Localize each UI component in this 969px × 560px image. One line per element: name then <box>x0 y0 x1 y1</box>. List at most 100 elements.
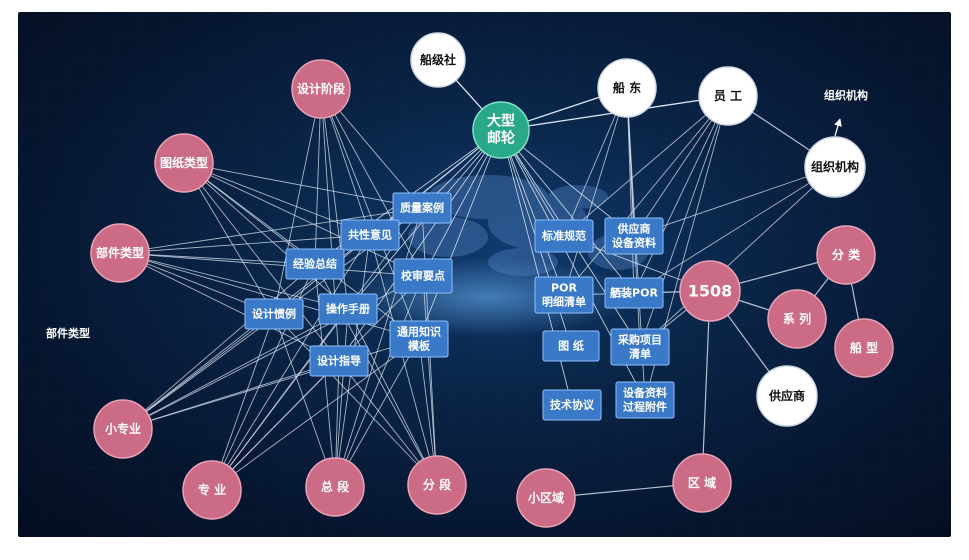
box-shape <box>615 381 675 419</box>
edge-dwt-rp <box>183 162 424 277</box>
edge-sec-om <box>347 308 438 486</box>
edge-emp-st <box>563 95 729 237</box>
node-emp[interactable]: 员 工 <box>698 66 758 126</box>
box-shape <box>542 389 602 421</box>
node-label: 组织机构 <box>811 159 859 174</box>
edge-dis-dg <box>211 360 340 491</box>
node-cmp[interactable]: 部件类型 <box>90 223 150 283</box>
edge-ship-op <box>500 129 635 294</box>
node-dstg[interactable]: 设计阶段 <box>291 59 351 119</box>
node-label: 大型 <box>487 113 515 130</box>
edge-sub-om <box>122 308 349 430</box>
box-shape <box>392 192 452 224</box>
edge-cmp-co <box>119 234 371 254</box>
node-ta[interactable]: 技术协议 <box>542 389 602 421</box>
node-label: 小区域 <box>528 490 564 505</box>
box-shape <box>534 219 594 253</box>
edge-dstg-gk <box>320 88 420 340</box>
edge-cmp-gk <box>119 252 420 340</box>
node-label: 小专业 <box>105 421 141 436</box>
node-label: 共性意见 <box>348 228 392 242</box>
node-label: POR <box>551 282 577 295</box>
node-zon[interactable]: 区 域 <box>672 453 732 513</box>
edge-emp-pl <box>563 95 729 296</box>
box-shape <box>389 320 449 358</box>
node-es[interactable]: 经验总结 <box>285 248 345 280</box>
node-label: 明细清单 <box>542 295 586 309</box>
edge-dstg-rp <box>320 88 424 277</box>
edge-emp-op <box>633 95 729 294</box>
edge-ship-gk <box>418 129 502 340</box>
node-org[interactable]: 组织机构 <box>804 136 866 198</box>
node-rp[interactable]: 校审要点 <box>393 258 453 294</box>
node-co[interactable]: 共性意见 <box>340 219 400 251</box>
knowledge-graph: 大型邮轮船级社船 东员 工组织机构供应商设计阶段图纸类型部件类型小专业专 业总 … <box>18 12 951 537</box>
node-label: 模板 <box>408 339 431 353</box>
node-szn[interactable]: 小区域 <box>516 468 576 528</box>
node-label: 分 类 <box>832 247 861 262</box>
node-label: 经验总结 <box>293 257 337 271</box>
edge-p15-zon <box>701 290 711 484</box>
box-shape <box>244 298 304 330</box>
node-ser[interactable]: 系 列 <box>767 289 827 349</box>
node-label: 船 东 <box>613 80 641 95</box>
node-label: 通用知识 <box>397 325 441 339</box>
node-label: 邮轮 <box>487 130 515 147</box>
component-type-label: 部件类型 <box>46 327 90 340</box>
circle-shape <box>407 455 467 515</box>
edge-dwt-om <box>183 162 349 310</box>
circle-shape <box>154 133 214 193</box>
node-own[interactable]: 船 东 <box>597 58 657 118</box>
node-om[interactable]: 操作手册 <box>318 293 378 325</box>
node-qc[interactable]: 质量案例 <box>392 192 452 224</box>
node-sup[interactable]: 供应商 <box>756 365 818 427</box>
node-cat[interactable]: 分 类 <box>816 225 876 285</box>
node-label: 技术协议 <box>550 398 595 412</box>
edge-mns-de <box>273 313 336 488</box>
circle-shape <box>182 460 242 520</box>
edge-ship-pl <box>500 129 565 296</box>
edge-cmp-rp <box>119 252 424 277</box>
node-dis[interactable]: 专 业 <box>182 460 242 520</box>
edge-cmp-qc <box>119 207 423 254</box>
node-p15[interactable]: 1508 <box>679 260 741 322</box>
edge-sec-de <box>273 313 438 486</box>
node-label: 过程附件 <box>623 400 667 414</box>
node-sub[interactable]: 小专业 <box>93 399 153 459</box>
node-dg[interactable]: 设计指导 <box>309 345 369 377</box>
box-shape <box>285 248 345 280</box>
diagram-canvas: 大型邮轮船级社船 东员 工组织机构供应商设计阶段图纸类型部件类型小专业专 业总 … <box>18 12 951 537</box>
edge-dstg-de <box>273 88 322 315</box>
node-sec[interactable]: 分 段 <box>407 455 467 515</box>
box-shape <box>318 293 378 325</box>
node-dwt[interactable]: 图纸类型 <box>154 133 214 193</box>
edge-sub-de <box>122 313 275 430</box>
node-mns[interactable]: 总 段 <box>305 457 365 517</box>
circle-shape <box>516 468 576 528</box>
node-label: 设计阶段 <box>297 81 346 96</box>
circle-shape <box>834 318 894 378</box>
circle-shape <box>472 101 530 159</box>
circle-shape <box>597 58 657 118</box>
box-shape <box>393 258 453 294</box>
node-dr[interactable]: 图 纸 <box>542 330 600 362</box>
node-label: 系 列 <box>783 311 811 326</box>
edge-sec-rp <box>422 275 438 486</box>
node-cls[interactable]: 船级社 <box>410 32 466 88</box>
node-sht[interactable]: 船 型 <box>834 318 894 378</box>
node-label: 供应商 <box>617 222 651 236</box>
node-st[interactable]: 标准规范 <box>534 219 594 253</box>
node-op[interactable]: 舾装POR <box>604 277 664 309</box>
node-de[interactable]: 设计惯例 <box>244 298 304 330</box>
node-label: 船级社 <box>420 52 456 67</box>
edge-dis-om <box>211 308 349 491</box>
circle-shape <box>679 260 741 322</box>
node-label: 分 段 <box>423 477 452 492</box>
